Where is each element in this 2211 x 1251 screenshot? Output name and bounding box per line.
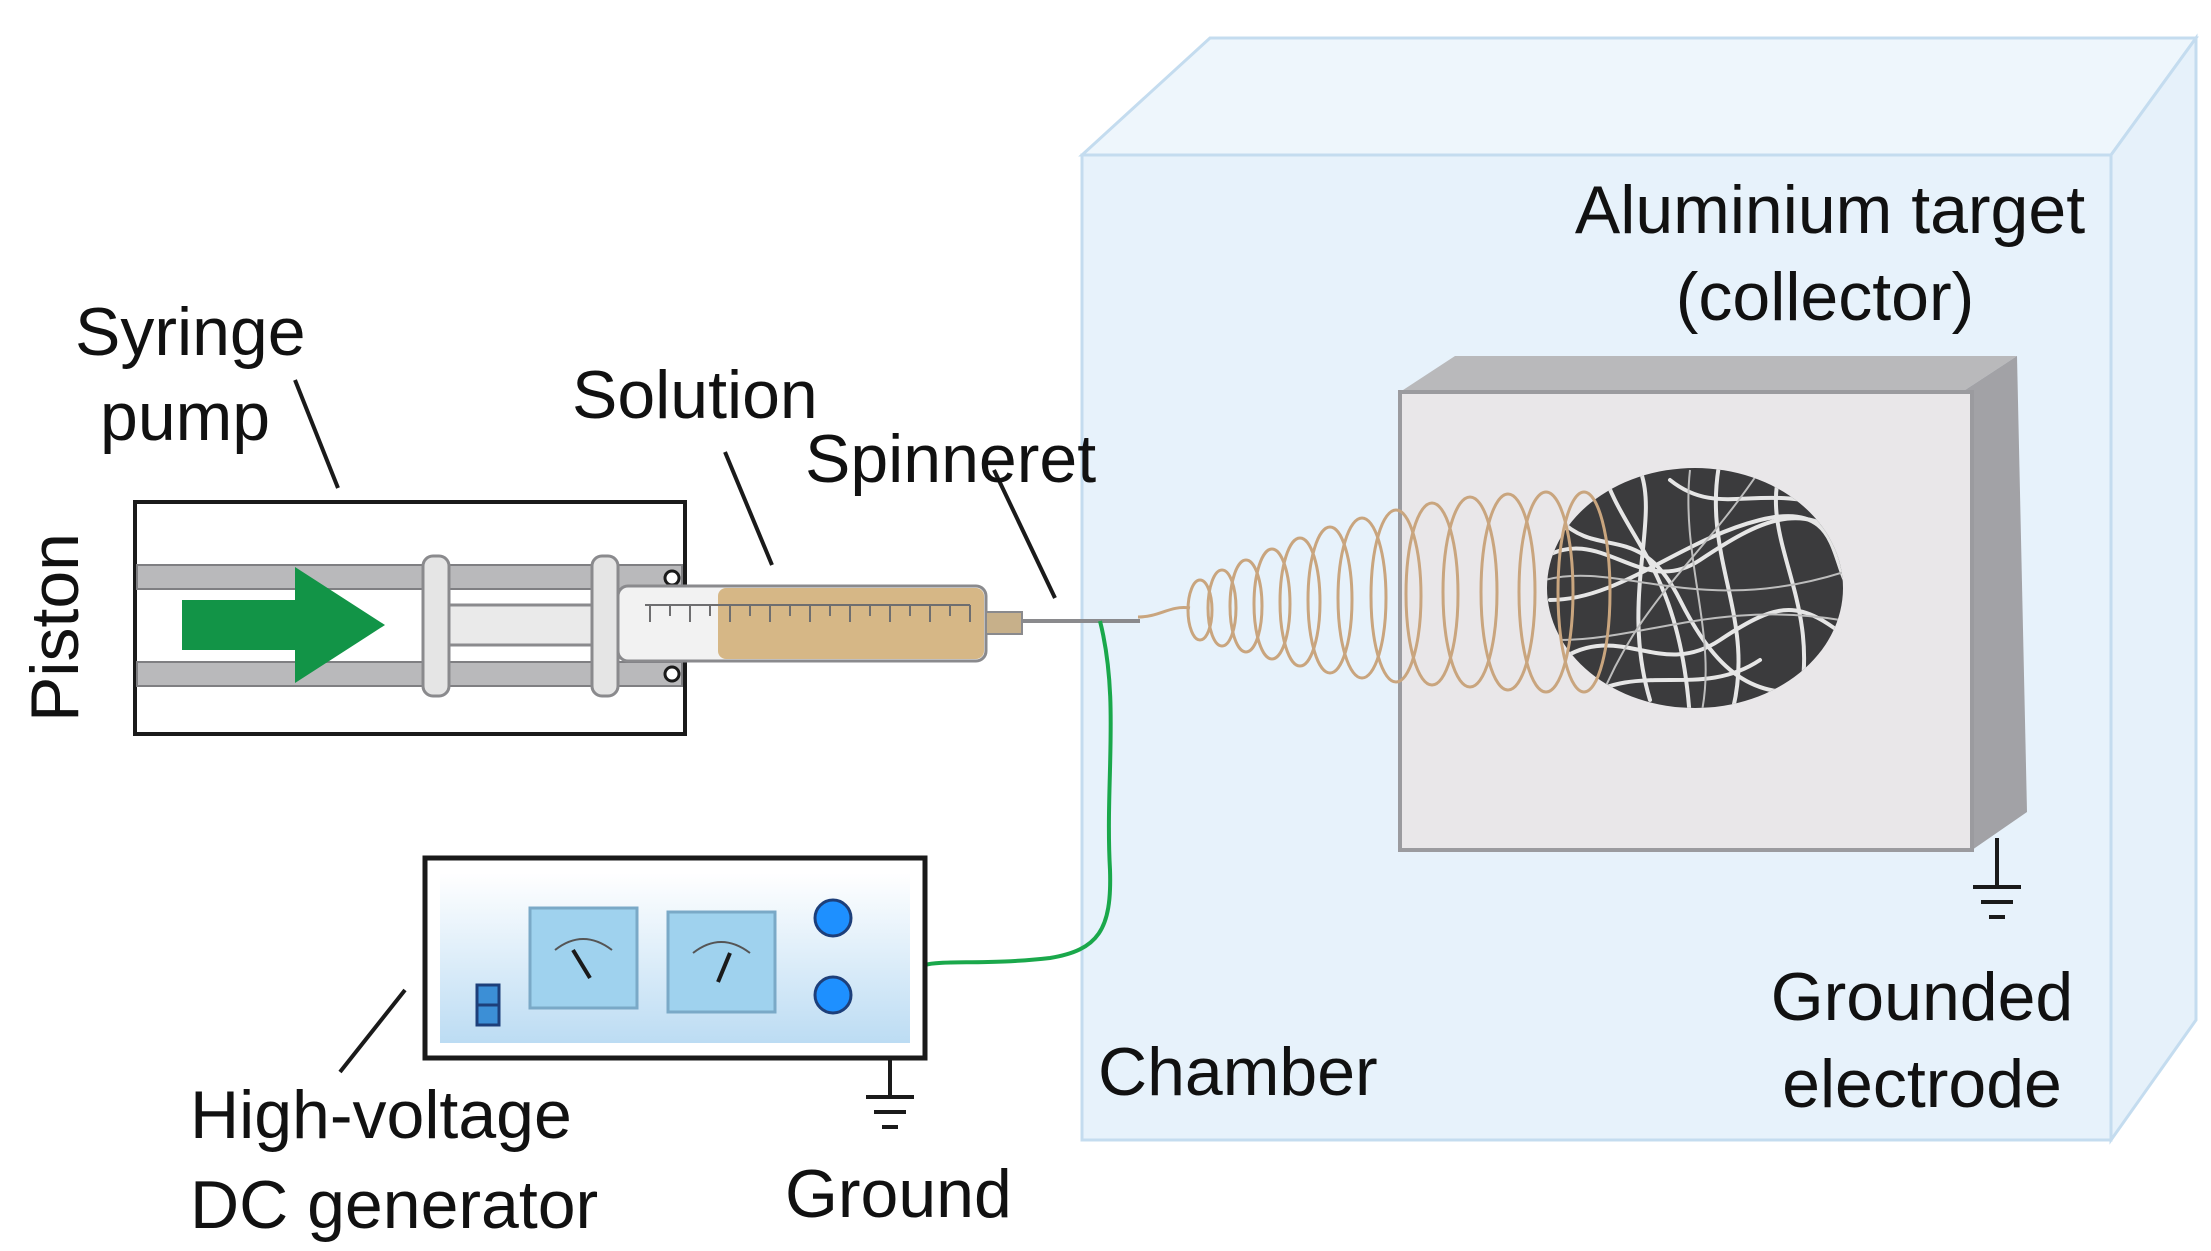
label-generator-line2: DC generator (190, 1167, 598, 1243)
label-electrode-line1: Grounded (1771, 959, 2073, 1035)
label-generator-line1: High-voltage (190, 1077, 572, 1153)
target-side-face (1962, 356, 2027, 850)
syringe-solution (718, 588, 984, 659)
leader-spinneret (992, 469, 1057, 599)
label-target-line2: (collector) (1676, 259, 1975, 335)
label-syringe-pump-line2: pump (100, 379, 270, 455)
label-electrode-line2: electrode (1782, 1046, 2062, 1122)
label-solution: Solution (572, 357, 818, 433)
syringe-scale (645, 604, 971, 622)
knob-icon (813, 975, 853, 1015)
fiber-jet (1137, 490, 1612, 694)
plunger-holder-right (590, 554, 620, 698)
ground-symbol-icon (866, 1058, 914, 1129)
chamber-top-face (1078, 36, 2199, 157)
label-chamber: Chamber (1098, 1034, 1378, 1110)
leader-syringe-pump (293, 379, 340, 489)
label-target-line1: Aluminium target (1575, 172, 2085, 248)
plunger-holder-left (421, 554, 451, 698)
meter-dial-icon (666, 910, 777, 1014)
meter-dial-icon (528, 906, 639, 1010)
chamber-right-face (2109, 33, 2198, 1145)
label-spinneret: Spinneret (805, 421, 1096, 497)
dc-generator (422, 855, 928, 1061)
label-piston: Piston (17, 533, 93, 722)
leader-solution (723, 451, 774, 566)
label-syringe-pump-line1: Syringe (75, 294, 306, 370)
syringe-hub (985, 611, 1023, 635)
leader-generator (338, 988, 407, 1074)
syringe (616, 584, 1140, 663)
label-ground: Ground (785, 1156, 1012, 1232)
high-voltage-wire (924, 620, 1113, 967)
leader-lines (293, 379, 1057, 1074)
knob-icon (813, 898, 853, 938)
target-top-face (1400, 356, 2017, 392)
ground-symbol-icon (1973, 838, 2021, 919)
flow-arrow-icon (182, 567, 385, 683)
syringe-pump (133, 500, 687, 736)
